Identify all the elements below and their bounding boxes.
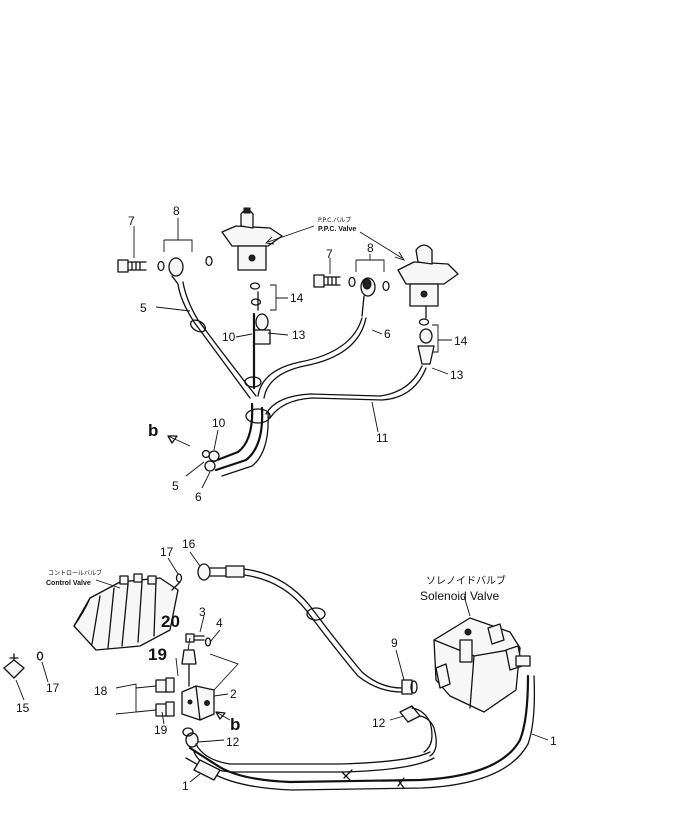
callout-11: 11 <box>376 431 389 445</box>
hose-5-top <box>177 281 257 399</box>
callout-19-bottom: 19 <box>154 723 168 737</box>
callout-12-solenoid: 12 <box>372 716 386 730</box>
hose-bundle-lower <box>201 402 269 477</box>
callout-2: 2 <box>230 687 237 701</box>
callout-numbers: 7 8 5 14 10 13 7 8 6 14 13 11 10 b 5 6 1… <box>16 204 557 793</box>
callout-14-left: 14 <box>290 291 304 305</box>
hose-16 <box>243 568 403 693</box>
control-valve-label-jp: コントロールバルブ <box>48 569 102 577</box>
callout-5-mid: 5 <box>172 479 179 493</box>
view-arrow-b-top <box>167 435 191 447</box>
fitting-16 <box>197 563 245 581</box>
block-2 <box>181 685 215 721</box>
ppc-valve-right <box>397 244 459 307</box>
callout-3: 3 <box>199 605 206 619</box>
fittings-18-19 <box>155 677 175 717</box>
callout-7-right: 7 <box>326 247 333 261</box>
bottom-assembly <box>3 551 549 791</box>
callout-19-top: 19 <box>148 645 167 664</box>
callout-13-right: 13 <box>450 368 464 382</box>
callout-4: 4 <box>216 616 223 630</box>
callout-b-bottom: b <box>230 715 240 734</box>
fitting-9 <box>401 679 418 695</box>
fitting-20 <box>181 649 197 687</box>
callout-17-top: 17 <box>160 545 174 559</box>
clamps-top <box>189 319 271 424</box>
fitting-stack-right <box>417 305 435 365</box>
callout-6-top: 6 <box>384 327 391 341</box>
bolt-left <box>117 259 147 273</box>
fitting-stack-left <box>252 291 271 390</box>
top-assembly <box>117 207 459 489</box>
callout-8-left: 8 <box>173 204 180 218</box>
ppc-valve-label-jp: P.P.C.バルブ <box>318 216 351 224</box>
hose-6-top <box>257 317 367 399</box>
fitting-12-block <box>182 727 199 748</box>
callout-9: 9 <box>391 636 398 650</box>
bracket-leaders-top <box>133 218 452 489</box>
callout-17-bottom: 17 <box>46 681 60 695</box>
callout-13-left: 13 <box>292 328 306 342</box>
bolt-right <box>313 274 341 288</box>
solenoid-valve <box>433 617 531 713</box>
hose-11 <box>265 365 427 419</box>
solenoid-valve-label-jp: ソレノイドバルブ <box>426 574 506 587</box>
banjo-fitting-left <box>157 257 184 285</box>
ppc-valve-left <box>221 207 283 271</box>
callout-7-left: 7 <box>128 214 135 228</box>
callout-15: 15 <box>16 701 30 715</box>
component-labels: P.P.C.バルブ P.P.C. Valve コントロールバルブ Control… <box>46 216 506 603</box>
control-valve <box>73 573 181 651</box>
callout-8-right: 8 <box>367 241 374 255</box>
callout-12-block: 12 <box>226 735 240 749</box>
callout-10-mid: 10 <box>212 416 226 430</box>
o-rings-right-ppc <box>382 280 430 326</box>
fitting-15 <box>3 653 25 679</box>
view-arrow-b-bottom <box>215 711 231 721</box>
control-valve-label-en: Control Valve <box>46 580 91 587</box>
callout-14-right: 14 <box>454 334 468 348</box>
callout-5-top: 5 <box>140 301 147 315</box>
callout-6-mid: 6 <box>195 490 202 504</box>
callout-b-top: b <box>148 421 158 440</box>
o-rings-control-valve <box>36 573 183 661</box>
hose-1-bottom <box>185 674 536 791</box>
o-rings-left-ppc <box>205 255 262 306</box>
callout-10-top: 10 <box>222 330 236 344</box>
fitting-12-solenoid <box>399 705 437 757</box>
callout-1-right: 1 <box>550 734 557 748</box>
ppc-valve-label-en: P.P.C. Valve <box>318 226 356 233</box>
banjo-fitting-right <box>348 276 376 317</box>
ppc-label-arrows <box>265 225 406 261</box>
leaders-bottom <box>15 551 549 783</box>
callout-1-left: 1 <box>182 779 189 793</box>
callout-20: 20 <box>161 612 180 631</box>
callout-18: 18 <box>94 684 108 698</box>
solenoid-valve-label-en: Solenoid Valve <box>420 589 499 603</box>
callout-16: 16 <box>182 537 196 551</box>
